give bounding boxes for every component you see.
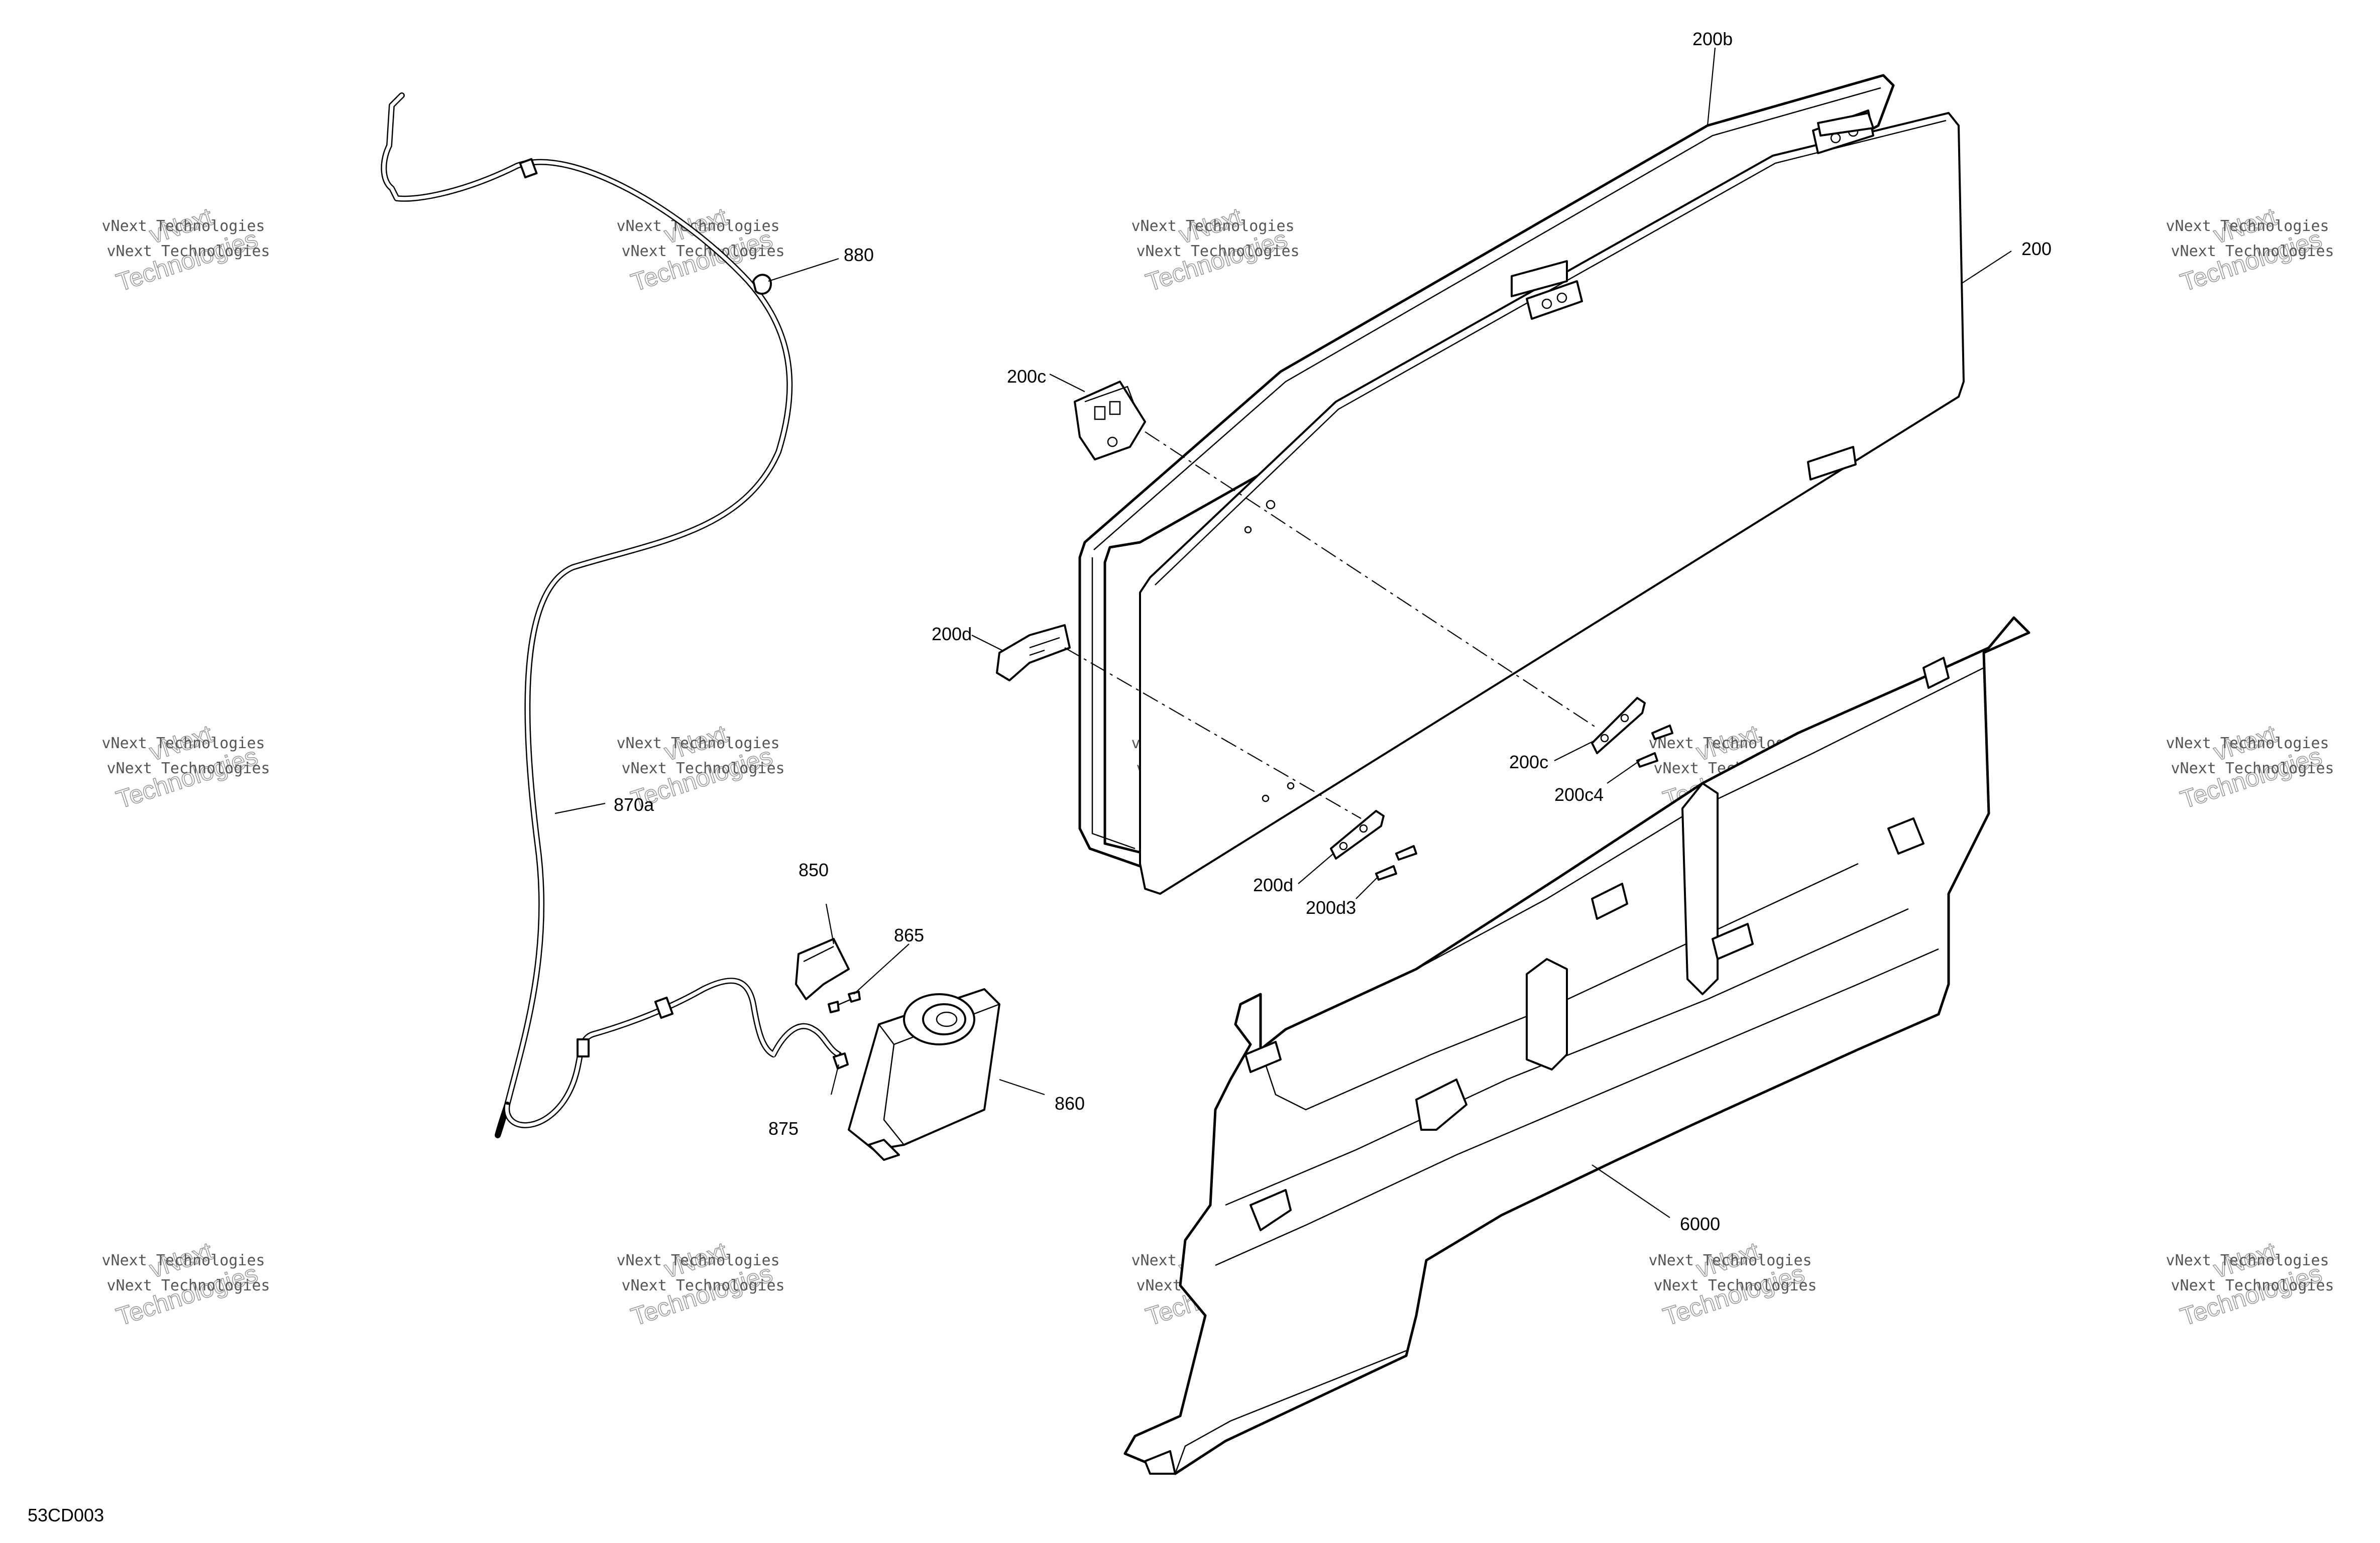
- watermark-text: vNext Technologies: [1131, 217, 1294, 235]
- callout-870a: 870a: [614, 794, 654, 815]
- washer-reservoir-860: [848, 988, 1000, 1161]
- watermark-text: vNext Technologies: [106, 243, 270, 260]
- watermark-text: vNext Technologies: [101, 735, 265, 752]
- callout-200c4: 200c4: [1554, 784, 1604, 805]
- watermark-text: vNext Technologies: [1648, 1252, 1811, 1269]
- assembly-axis-lines: [1064, 431, 1598, 819]
- watermark-text: vNext Technologies: [1653, 1277, 1817, 1294]
- watermark-text: vNext Technologies: [616, 1252, 779, 1269]
- watermark-text: vNext Technologies: [2166, 217, 2329, 235]
- screws-200d3: [1375, 845, 1417, 881]
- latch-200c: [1074, 381, 1146, 460]
- washer-hose-870a: [381, 92, 842, 1138]
- callout-200b: 200b: [1692, 29, 1733, 49]
- leader-lines: [554, 47, 2012, 1218]
- watermark-text: vNext Technologies: [106, 1277, 270, 1294]
- latch-200d: [996, 624, 1071, 681]
- plate-200d: [1330, 810, 1385, 860]
- watermark-text: vNext Technologies: [101, 217, 265, 235]
- callout-200d-top: 200d: [932, 624, 972, 644]
- watermark-text: vNext Technologies: [101, 1252, 265, 1269]
- callout-875: 875: [768, 1118, 799, 1139]
- callout-850: 850: [799, 860, 829, 880]
- callout-6000: 6000: [1680, 1214, 1720, 1234]
- screw-865: [828, 991, 861, 1013]
- rear-panel-6000: [1123, 616, 2030, 1475]
- watermark-text: vNext Technologies: [2166, 1252, 2329, 1269]
- callout-200d3: 200d3: [1306, 897, 1356, 918]
- callout-200c: 200c: [1509, 752, 1548, 772]
- fitting-875: [833, 1052, 849, 1070]
- callout-880: 880: [844, 245, 874, 265]
- hose-clip-880: [752, 274, 772, 295]
- watermark-text: vNext Technologies: [621, 1277, 784, 1294]
- watermark-text: vNext Technologies: [2171, 760, 2334, 777]
- panel-latch-top: [1511, 109, 1874, 481]
- watermark-text: vNext Technologies: [621, 243, 784, 260]
- screws-200c4: [1636, 725, 1673, 768]
- window-panel-200: [1139, 112, 1965, 895]
- callout-200d: 200d: [1253, 875, 1293, 895]
- callout-200c-top: 200c: [1007, 366, 1046, 387]
- watermark-text: vNext Technologies: [616, 735, 779, 752]
- callout-labels: 880 870a 850 865 860 875 200b 200 200c 2…: [28, 29, 2052, 1525]
- bracket-850: [795, 938, 850, 1000]
- callout-200: 200: [2021, 239, 2052, 259]
- callout-865: 865: [894, 925, 924, 945]
- watermark-text: vNext Technologies: [2171, 1277, 2334, 1294]
- watermark-text: vNext Technologies: [1136, 243, 1299, 260]
- watermark-text: vNext Technologies: [2166, 735, 2329, 752]
- watermark-text: vNext Technologies: [621, 760, 784, 777]
- callout-860: 860: [1055, 1093, 1085, 1114]
- diagram-id: 53CD003: [28, 1505, 104, 1525]
- watermark-text: vNext Technologies: [2171, 243, 2334, 260]
- watermark-text: vNext Technologies: [106, 760, 270, 777]
- plate-200c: [1591, 697, 1646, 754]
